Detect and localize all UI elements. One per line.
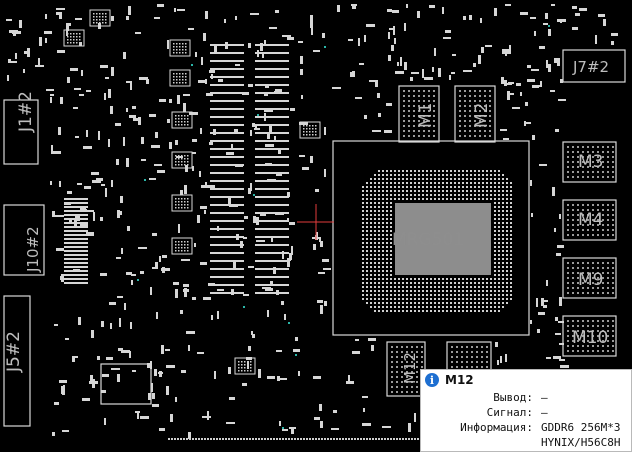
m9-memory-chip — [562, 257, 617, 299]
large-components-layer — [3, 49, 626, 427]
gpu-bga-pads — [362, 170, 512, 312]
component-label-gpu: MRG501 — [392, 230, 465, 250]
small-components-layer — [6, 4, 618, 439]
tooltip-value: — — [541, 406, 548, 419]
tooltip-key: Вывод: — [493, 391, 533, 404]
tooltip-key: Сигнал: — [486, 406, 533, 419]
gpu-die — [395, 203, 491, 275]
m10-memory-chip — [562, 315, 617, 357]
m2-memory-chip — [454, 85, 496, 143]
component-label-m1: M1 — [416, 102, 436, 128]
component-label-m4: M4 — [578, 210, 604, 230]
component-label-j1: J1#2 — [16, 91, 36, 132]
tooltip-title: M12 — [445, 373, 474, 387]
component-label-m2: M2 — [472, 102, 492, 128]
m3-memory-chip — [562, 141, 617, 183]
j1-connector — [3, 99, 39, 165]
component-label-j10: J10#2 — [24, 226, 42, 272]
m1-memory-chip — [398, 85, 440, 143]
vrm-controller — [100, 363, 152, 405]
component-label-m12: M12 — [401, 351, 419, 384]
component-label-j7: J7#2 — [573, 58, 610, 76]
m11-memory-chip — [446, 341, 492, 371]
component-label-m10: M10 — [572, 328, 609, 348]
tooltip-header: i M12 — [425, 373, 474, 387]
j10-connector — [3, 204, 45, 276]
component-label-m9: M9 — [578, 270, 604, 290]
component-info-tooltip: i M12 Вывод: — Сигнал: — Информация: GDD… — [420, 369, 632, 452]
gpu-package-outline — [332, 140, 530, 336]
component-label-m3: M3 — [578, 152, 604, 172]
tooltip-value: — — [541, 391, 548, 404]
info-icon: i — [425, 373, 439, 387]
m4-memory-chip — [562, 199, 617, 241]
tooltip-value: GDDR6 256M*3 — [541, 421, 621, 434]
tooltip-value: HYNIX/H56C8H — [541, 436, 621, 449]
component-label-j5: J5#2 — [4, 331, 24, 372]
tooltip-key: Информация: — [460, 421, 533, 434]
j5-connector — [3, 295, 31, 427]
j7-connector — [562, 49, 626, 83]
